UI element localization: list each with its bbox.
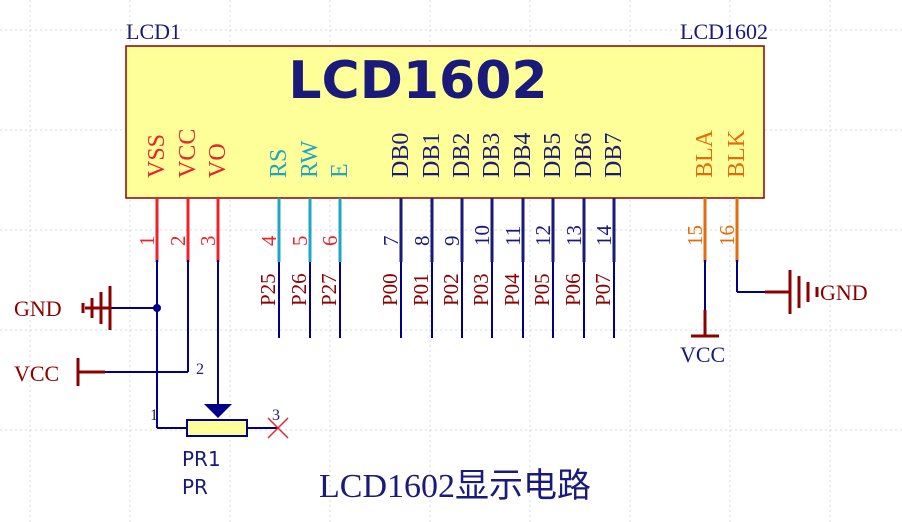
diagram-caption: LCD1602显示电路 bbox=[319, 467, 591, 505]
net-label-P27: P27 bbox=[317, 273, 341, 306]
pin-5-number: 5 bbox=[288, 236, 312, 247]
net-label-P06: P06 bbox=[561, 273, 585, 306]
lcd-title: LCD1602 bbox=[288, 51, 547, 111]
net-label-P02: P02 bbox=[439, 273, 463, 306]
junction-dot bbox=[153, 304, 161, 312]
pin-8-name: DB1 bbox=[419, 133, 445, 178]
pin-group: VSS 1 VCC 2 VO 3 RS 4 RW 5 E 6 DB0 7 DB1 8 DB2 9 DB3 10 DB4 1… bbox=[135, 129, 750, 262]
pin-4-number: 4 bbox=[257, 235, 281, 246]
net-label-P05: P05 bbox=[530, 273, 554, 306]
potentiometer[interactable] bbox=[186, 404, 248, 437]
pin-13-number: 13 bbox=[562, 225, 586, 246]
pin-1-name: VSS bbox=[144, 134, 170, 178]
net-label-P04: P04 bbox=[500, 273, 524, 306]
lcd-body[interactable] bbox=[125, 45, 765, 199]
pin-9-number: 9 bbox=[440, 236, 464, 247]
pin-7-number: 7 bbox=[379, 236, 403, 247]
lcd-designator: LCD1 bbox=[126, 19, 181, 44]
pin-10-name: DB3 bbox=[479, 133, 505, 178]
pin-7-name: DB0 bbox=[388, 133, 414, 178]
pot-value: PR bbox=[182, 475, 208, 499]
pin-15-number: 15 bbox=[683, 225, 707, 246]
pin-15-name: BLA bbox=[692, 129, 718, 178]
vcc-left-label: VCC bbox=[14, 361, 59, 386]
pin-3-name: VO bbox=[205, 143, 231, 178]
pin-14-name: DB7 bbox=[601, 133, 627, 178]
gnd-left-symbol[interactable] bbox=[81, 286, 112, 330]
pin-11-number: 11 bbox=[501, 226, 525, 246]
net-label-P07: P07 bbox=[591, 273, 615, 306]
pin-5-name: RW bbox=[297, 140, 323, 178]
pin-16-number: 16 bbox=[715, 225, 739, 246]
gnd-right-label: GND bbox=[820, 280, 868, 305]
lcd-part-value: LCD1602 bbox=[680, 19, 768, 44]
net-label-P25: P25 bbox=[256, 273, 280, 306]
net-label-P01: P01 bbox=[409, 273, 433, 306]
pin-9-name: DB2 bbox=[449, 133, 475, 178]
pot-pin2-label: 2 bbox=[196, 361, 204, 378]
pin-2-name: VCC bbox=[175, 129, 201, 178]
net-label-P26: P26 bbox=[287, 273, 311, 306]
pot-pin1-label: 1 bbox=[150, 407, 158, 424]
vcc-right-symbol[interactable] bbox=[691, 310, 719, 338]
pin-1-number: 1 bbox=[135, 236, 159, 247]
pin-6-number: 6 bbox=[318, 236, 342, 247]
no-connect-mark bbox=[267, 417, 289, 439]
vcc-left-symbol[interactable] bbox=[76, 358, 105, 386]
pin-4-name: RS bbox=[266, 149, 292, 178]
wiring bbox=[105, 260, 765, 429]
pin-16-name: BLK bbox=[724, 129, 750, 178]
pot-designator: PR1 bbox=[182, 447, 221, 471]
vcc-right-label: VCC bbox=[680, 342, 725, 367]
gnd-right-symbol[interactable] bbox=[765, 270, 819, 314]
pin-8-number: 8 bbox=[410, 236, 434, 247]
pin-6-name: E bbox=[327, 163, 353, 178]
pin-14-number: 14 bbox=[592, 225, 616, 247]
net-label-P03: P03 bbox=[469, 273, 493, 306]
pin-13-name: DB6 bbox=[571, 133, 597, 178]
pin-2-number: 2 bbox=[166, 236, 190, 247]
gnd-left-label: GND bbox=[14, 296, 62, 321]
pin-11-name: DB4 bbox=[510, 133, 536, 178]
pot-pin3-label: 3 bbox=[272, 407, 280, 424]
pin-10-number: 10 bbox=[470, 225, 494, 246]
pin-12-number: 12 bbox=[531, 225, 555, 246]
pin-3-number: 3 bbox=[196, 236, 220, 247]
pin-12-name: DB5 bbox=[540, 133, 566, 178]
net-label-P00: P00 bbox=[378, 273, 402, 306]
